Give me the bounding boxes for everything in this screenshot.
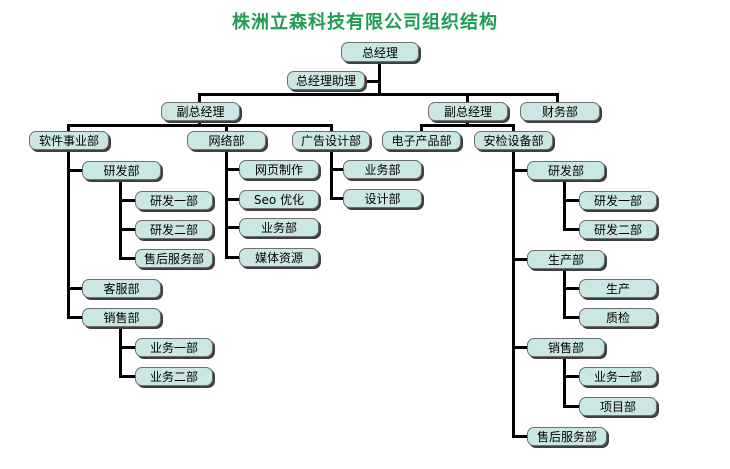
connector-stub-design [330,197,343,200]
connector-stub-customer-service [67,287,82,290]
connector-stub-quality [563,316,579,319]
org-node-biz-2-left: 业务二部 [135,367,213,386]
connector-bus-level2 [198,93,559,96]
org-node-design-dept: 设计部 [343,189,422,208]
connector-stub-rd2-left [119,228,135,231]
connector-drop-security [512,124,515,131]
connector-stub-sales-left [67,316,82,319]
connector-stub-biz1-right [563,375,579,378]
connector-production-trunk [563,269,566,319]
org-node-security-equipment-dept: 安检设备部 [474,131,553,150]
connector-bus-vp-left [67,124,333,127]
connector-stub-biz-network [225,226,239,229]
connector-stub-sales-right [512,346,527,349]
connector-stub-web-production [225,168,239,171]
org-node-after-sales-left: 售后服务部 [135,249,213,268]
connector-stub-aftersales-right [512,435,527,438]
connector-sales-right-trunk [563,357,566,408]
connector-stub-seo [225,198,239,201]
connector-software-trunk [67,150,70,319]
connector-stub-aftersales-left [119,257,135,260]
org-node-rd-1-right: 研发一部 [579,191,657,210]
org-node-customer-service-dept: 客服部 [82,279,161,298]
connector-drop-vp-left [198,93,201,102]
connector-stub-project [563,405,579,408]
connector-sales-left-trunk [119,327,122,378]
connector-stub-biz2-left [119,375,135,378]
connector-stub-biz1-left [119,346,135,349]
org-node-biz-1-right: 业务一部 [579,367,657,386]
org-node-vp-left: 副总经理 [161,102,240,121]
connector-stub-media [225,256,239,259]
connector-stub-production [563,287,579,290]
org-node-network-dept: 网络部 [187,131,266,150]
connector-stub-rd1-left [119,199,135,202]
org-node-rd-dept-right: 研发部 [527,161,605,180]
org-node-seo-optimization: Seo 优化 [239,190,319,209]
org-node-rd-2-left: 研发二部 [135,220,213,239]
org-node-finance-dept: 财务部 [520,102,600,121]
connector-stub-biz-ad [330,168,343,171]
org-node-rd-dept-left: 研发部 [82,161,161,180]
connector-stub-rd2-right [563,228,579,231]
connector-assistant-stub [365,80,381,83]
connector-stub-rd1-right [563,199,579,202]
connector-drop-software [67,124,70,131]
org-node-production: 生产 [579,279,657,298]
org-node-web-production: 网页制作 [239,160,319,179]
org-node-quality-inspection: 质检 [579,308,657,327]
org-node-rd-2-right: 研发二部 [579,220,657,239]
connector-security-trunk [512,150,515,438]
org-node-software-division: 软件事业部 [29,131,109,150]
connector-stub-rd-left [67,169,82,172]
connector-network-trunk [225,150,228,259]
connector-ceo-trunk [378,62,381,96]
connector-stub-rd-right [512,169,527,172]
org-node-rd-1-left: 研发一部 [135,191,213,210]
connector-bus-vp-right [420,124,515,127]
connector-drop-network [225,124,228,131]
connector-drop-electronics [420,124,423,131]
org-node-vp-right: 副总经理 [428,102,508,121]
connector-stub-production-dept [512,258,527,261]
org-node-sales-dept-right: 销售部 [527,338,605,357]
connector-rd-right-trunk [563,180,566,231]
connector-drop-vp-right [466,93,469,102]
org-node-ad-design-dept: 广告设计部 [292,131,370,150]
org-node-project-dept: 项目部 [579,397,657,416]
connector-ad-design-trunk [330,150,333,200]
org-node-media-resources: 媒体资源 [239,248,319,267]
org-node-biz-1-left: 业务一部 [135,338,213,357]
org-node-biz-dept-network: 业务部 [239,218,319,237]
org-node-after-sales-right: 售后服务部 [527,427,607,446]
org-node-biz-dept-ad: 业务部 [343,160,422,179]
org-node-electronics-dept: 电子产品部 [382,131,461,150]
org-node-ceo: 总经理 [341,42,419,62]
org-node-production-dept: 生产部 [527,250,605,269]
org-node-sales-dept-left: 销售部 [82,308,161,327]
connector-rd-left-trunk [119,180,122,260]
page-title: 株洲立森科技有限公司组织结构 [232,12,498,33]
connector-drop-finance [556,93,559,102]
org-node-ceo-assistant: 总经理助理 [287,71,365,90]
connector-drop-ad-design [330,124,333,131]
